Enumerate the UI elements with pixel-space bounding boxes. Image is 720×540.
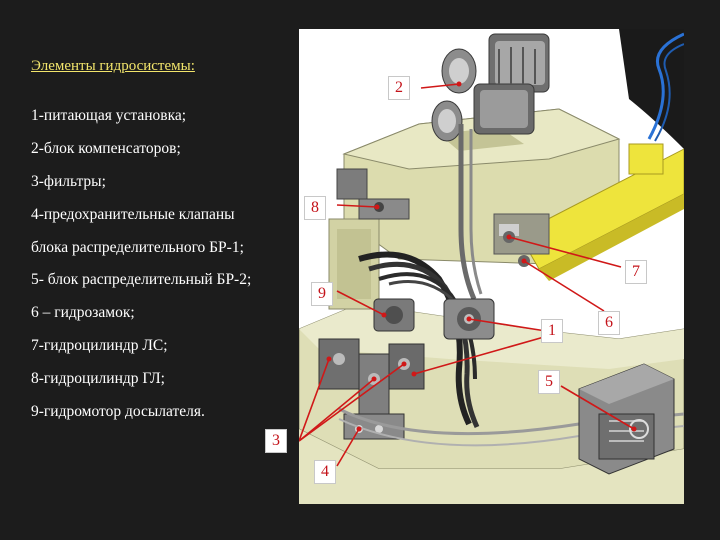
cylinder-ls bbox=[493, 213, 550, 267]
yellow-rail bbox=[518, 148, 684, 270]
leader-lines bbox=[299, 83, 635, 467]
hydraulic-system-illustration bbox=[299, 29, 684, 504]
compensator-pipe bbox=[458, 124, 477, 300]
lower-pipes bbox=[338, 407, 684, 436]
hydraulic-system-diagram bbox=[299, 29, 684, 504]
lower-housing-bottom bbox=[299, 429, 684, 504]
callout-8: 8 bbox=[304, 196, 326, 220]
lower-pipes-2 bbox=[338, 418, 684, 447]
legend-item-9: 9-гидромотор досылателя. bbox=[31, 403, 205, 421]
compensator-block bbox=[431, 33, 550, 142]
leader-arrowheads bbox=[326, 81, 637, 432]
yellow-rail-face bbox=[539, 194, 684, 281]
legend-item-4-continued: блока распределительного БР-1; bbox=[31, 238, 244, 256]
legend-item-7: 7-гидроцилиндр ЛС; bbox=[31, 337, 168, 355]
callout-4: 4 bbox=[314, 460, 336, 484]
hydromotor bbox=[373, 298, 415, 332]
left-frame-inner bbox=[337, 229, 371, 299]
distribution-block-br2 bbox=[578, 363, 675, 475]
legend-item-3: 3-фильтры; bbox=[31, 172, 106, 190]
legend-item-8: 8-гидроцилиндр ГЛ; bbox=[31, 370, 165, 388]
callout-7: 7 bbox=[625, 260, 647, 284]
callout-9: 9 bbox=[311, 282, 333, 306]
heading: Элементы гидросистемы: bbox=[31, 58, 195, 74]
compensator-pipe-2 bbox=[469, 129, 483, 295]
yellow-rail-block bbox=[628, 143, 664, 175]
legend-list: 1-питающая установка; 2-блок компенсатор… bbox=[31, 100, 251, 429]
legend-item-6: 6 – гидрозамок; bbox=[31, 304, 135, 322]
legend-item-5: 5- блок распределительный БР-2; bbox=[31, 271, 252, 289]
cylinder-gl bbox=[336, 168, 410, 220]
blue-cable bbox=[647, 32, 684, 140]
legend-item-2: 2-блок компенсаторов; bbox=[31, 139, 181, 157]
callout-2: 2 bbox=[388, 76, 410, 100]
callout-3: 3 bbox=[265, 429, 287, 453]
background-shade bbox=[619, 29, 684, 149]
legend-item-1: 1-питающая установка; bbox=[31, 107, 187, 124]
callout-6: 6 bbox=[598, 311, 620, 335]
callout-5: 5 bbox=[538, 370, 560, 394]
blue-cable-2 bbox=[654, 43, 684, 142]
callout-1: 1 bbox=[541, 319, 563, 343]
legend-item-4: 4-предохранительные клапаны bbox=[31, 205, 235, 223]
filter-cluster bbox=[318, 338, 425, 440]
